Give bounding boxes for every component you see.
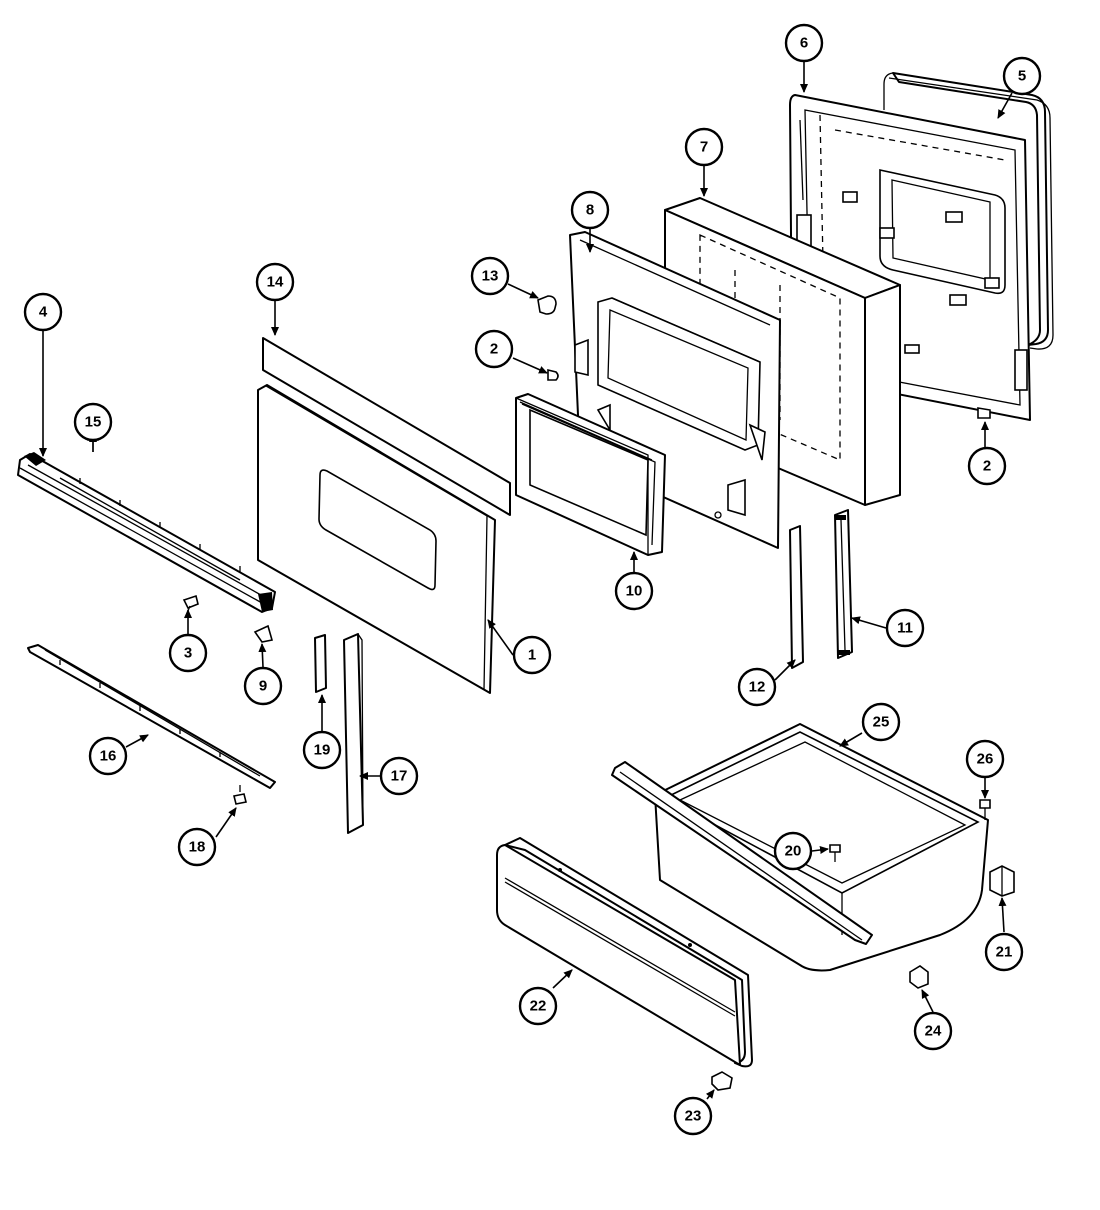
callout-7-label: 7 (700, 139, 708, 156)
callout-3-label: 3 (184, 645, 192, 662)
part-14-door-top-strip (262, 337, 511, 516)
part-21-bumper (989, 865, 1015, 897)
callout-1: 1 (512, 635, 552, 675)
callout-9: 9 (243, 666, 283, 706)
callout-4-label: 4 (39, 304, 48, 321)
part-3-screw (182, 594, 199, 619)
callout-23: 23 (673, 1096, 713, 1136)
callout-5: 5 (1002, 56, 1042, 96)
callout-1-label: 1 (528, 647, 536, 664)
callout-12-label: 12 (749, 679, 766, 696)
part-26-screw (979, 799, 991, 820)
part-23-roller (711, 1071, 733, 1091)
callout-26-label: 26 (977, 751, 994, 768)
part-22-drawer-front (496, 837, 753, 1068)
callout-17: 17 (379, 756, 419, 796)
part-2-pin-upper (547, 368, 559, 381)
part-1-outer-door-panel (257, 384, 496, 694)
callout-18-label: 18 (189, 839, 206, 856)
callout-26: 26 (965, 739, 1005, 779)
callout-11: 11 (885, 608, 925, 648)
callout-10: 10 (614, 571, 654, 611)
callout-22-label: 22 (530, 998, 547, 1015)
callout-22: 22 (518, 986, 558, 1026)
callout-15-label: 15 (85, 414, 102, 431)
callout-2-lower: 2 (967, 446, 1007, 486)
callout-13-label: 13 (482, 268, 499, 285)
callout-8-label: 8 (586, 202, 594, 219)
callout-2-upper: 2 (474, 329, 514, 369)
part-2-pin-lower (977, 407, 991, 419)
callout-7: 7 (684, 127, 724, 167)
callout-11-label: 11 (897, 620, 913, 637)
callout-5-label: 5 (1018, 68, 1026, 85)
part-10-window-pack (515, 393, 666, 556)
callout-6-label: 6 (800, 35, 808, 52)
part-12-side-seal (789, 525, 804, 669)
part-4-door-handle (17, 452, 276, 613)
callout-17-label: 17 (391, 768, 408, 785)
callout-14-label: 14 (267, 274, 284, 291)
part-17-side-trim (343, 633, 364, 834)
callout-25-label: 25 (873, 714, 890, 731)
part-13-knob (537, 295, 557, 315)
callout-8: 8 (570, 190, 610, 230)
callout-6: 6 (784, 23, 824, 63)
callout-24-label: 24 (925, 1023, 942, 1040)
leader-lines (39, 61, 1013, 1100)
callout-19: 19 (302, 730, 342, 770)
part-16-lower-trim (27, 644, 276, 789)
callout-16-label: 16 (100, 748, 117, 765)
callout-24: 24 (913, 1011, 953, 1051)
callout-10-label: 10 (626, 583, 643, 600)
callout-21-label: 21 (996, 944, 1013, 961)
callout-15: 15 (73, 402, 113, 442)
callout-2-lower-label: 2 (983, 458, 991, 475)
callout-23-label: 23 (685, 1108, 702, 1125)
part-9-clip (253, 624, 274, 643)
part-20-screw (829, 844, 841, 862)
part-11-side-channel (834, 509, 853, 659)
part-18-screw (233, 785, 247, 805)
callout-4: 4 (23, 292, 63, 332)
callout-9-label: 9 (259, 678, 267, 695)
callout-3: 3 (168, 633, 208, 673)
part-19-small-strip (314, 634, 327, 693)
callout-21: 21 (984, 932, 1024, 972)
callout-20: 20 (773, 831, 813, 871)
callout-16: 16 (88, 736, 128, 776)
callout-19-label: 19 (314, 742, 331, 759)
callout-18: 18 (177, 827, 217, 867)
part-24-clip (909, 965, 929, 989)
callout-13: 13 (470, 256, 510, 296)
callout-25: 25 (861, 702, 901, 742)
callout-20-label: 20 (785, 843, 802, 860)
callout-2-upper-label: 2 (490, 341, 498, 358)
callout-14: 14 (255, 262, 295, 302)
callout-12: 12 (737, 667, 777, 707)
